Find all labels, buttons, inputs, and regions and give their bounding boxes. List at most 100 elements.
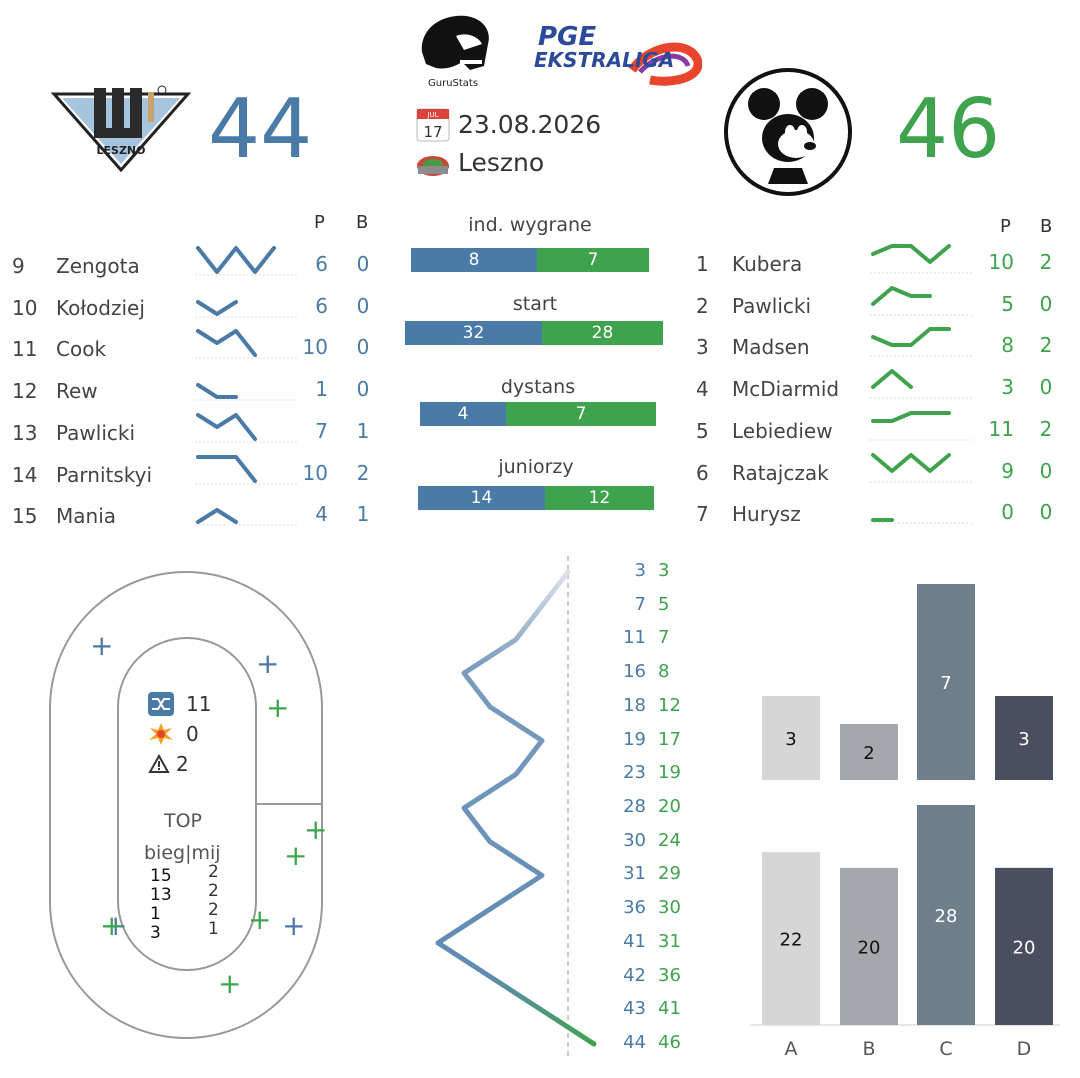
away-pass-mark: + <box>100 909 124 942</box>
rider-bonus: 2 <box>356 460 370 485</box>
running-away-score: 20 <box>658 796 681 817</box>
running-away-score: 30 <box>658 897 681 919</box>
rider-bonus: 2 <box>1039 333 1053 358</box>
away-team-logo <box>722 66 854 198</box>
rider-points: 4 <box>315 502 328 527</box>
top-heat-number: 1 <box>150 904 161 924</box>
rider-bonus: 2 <box>1039 250 1053 274</box>
comparison-bar-distance-away: 7 <box>506 402 656 426</box>
helmet-icon <box>421 15 489 70</box>
rider-name: Kołodziej <box>56 295 145 320</box>
bar-upper-label-B: 2 <box>863 743 874 764</box>
falls-count: 0 <box>186 722 199 746</box>
rider-points: 10 <box>988 250 1014 274</box>
bar-category-D: D <box>1017 1038 1032 1060</box>
bar-lower-label-C: 28 <box>935 906 958 927</box>
running-home-score: 41 <box>623 930 646 952</box>
rider-number: 6 <box>696 460 709 485</box>
comparison-label-wins: ind. wygrane <box>468 214 592 236</box>
away-pass-mark: + <box>284 839 308 872</box>
rider-sparkline <box>195 454 299 484</box>
rider-bonus: 2 <box>1039 416 1053 441</box>
rider-name: Hurysz <box>732 502 801 527</box>
rider-bonus: 0 <box>356 377 370 402</box>
top-heat-passes: 2 <box>208 900 219 920</box>
bar-upper-label-D: 3 <box>1018 729 1029 750</box>
rider-bonus: 1 <box>356 418 370 443</box>
rider-sparkline-line <box>196 383 238 400</box>
bar-lower-D <box>995 867 1053 1025</box>
calendar-day: 17 <box>423 123 442 141</box>
top-heat-passes: 2 <box>208 881 219 901</box>
league-line1: PGE <box>538 22 597 52</box>
comparison-bar-start-home: 32 <box>405 321 542 345</box>
league-line2: EKSTRALIGA <box>534 48 675 72</box>
rider-name: Parnitskyi <box>56 462 153 487</box>
rider-number: 7 <box>696 502 709 527</box>
rider-bonus: 0 <box>1039 458 1053 483</box>
bar-lower-label-D: 20 <box>1013 937 1036 958</box>
home-pass-mark: + <box>282 909 306 942</box>
bar-upper-B <box>840 724 898 780</box>
warnings-count: 2 <box>176 752 189 776</box>
comparison-label-start: start <box>512 293 558 315</box>
rider-points: 5 <box>1001 291 1014 316</box>
running-away-score: 29 <box>658 863 681 885</box>
rider-sparkline-line <box>871 327 951 348</box>
rider-bonus: 0 <box>1039 291 1053 316</box>
bar-category-A: A <box>785 1038 798 1060</box>
calendar-month: JUL <box>426 111 438 119</box>
bar-upper-label-A: 3 <box>785 729 796 750</box>
comparison-bar-distance-home: 4 <box>420 402 506 426</box>
rider-number: 14 <box>12 462 38 487</box>
match-date: 23.08.2026 <box>458 110 602 139</box>
rider-name: Rew <box>56 379 98 404</box>
rider-sparkline-line <box>196 508 238 525</box>
comparison-bar-wins: 8 7 <box>411 248 649 272</box>
comparison-bar-start: 32 28 <box>405 321 663 345</box>
rider-bonus: 0 <box>356 293 370 318</box>
rider-points: 11 <box>988 416 1014 441</box>
rider-points: 6 <box>315 293 328 318</box>
comparison-bar-juniors: 14 12 <box>418 486 654 510</box>
home-team-logo: LESZNO <box>50 82 192 174</box>
rider-sparkline <box>195 246 299 276</box>
rider-name: Lebiediew <box>732 418 833 443</box>
running-home-score: 23 <box>623 762 646 784</box>
running-home-score: 36 <box>623 897 646 919</box>
rider-number: 1 <box>696 252 709 276</box>
bar-upper-A <box>762 696 820 780</box>
rider-sparkline <box>870 410 974 441</box>
comparison-bar-wins-home: 8 <box>411 248 537 272</box>
rider-number: 9 <box>12 254 25 278</box>
rider-name: Kubera <box>732 252 803 276</box>
rider-sparkline-line <box>871 410 951 423</box>
rider-bonus: 0 <box>356 335 370 360</box>
rider-bonus: 1 <box>356 502 370 527</box>
comparison-bar-start-away: 28 <box>542 321 663 345</box>
top-heat-number: 13 <box>150 885 172 905</box>
running-away-score: 8 <box>658 661 670 683</box>
rider-sparkline-line <box>871 285 932 306</box>
rider-sparkline-line <box>871 452 951 473</box>
running-home-score: 43 <box>623 998 646 1020</box>
running-home-score: 28 <box>623 796 646 817</box>
home-score: 44 <box>208 82 313 177</box>
comparison-bar-juniors-home: 14 <box>418 486 545 510</box>
rider-points: 3 <box>1001 375 1014 400</box>
running-away-score: 17 <box>658 728 681 750</box>
rider-sparkline-line <box>196 329 257 358</box>
bar-upper-D <box>995 696 1053 780</box>
comparison-bar-distance: 4 7 <box>420 402 656 426</box>
stadium-icon <box>416 150 450 178</box>
bar-lower-A <box>762 852 820 1025</box>
running-home-score: 7 <box>634 593 646 615</box>
match-venue: Leszno <box>458 148 545 177</box>
comparison-label-juniors: juniorzy <box>498 456 574 478</box>
bar-lower-C <box>917 805 975 1025</box>
rider-name: Zengota <box>56 254 140 278</box>
bar-category-B: B <box>862 1038 875 1060</box>
rider-number: 10 <box>12 295 38 320</box>
bar-lower-label-A: 22 <box>780 930 803 951</box>
rider-number: 5 <box>696 418 709 443</box>
